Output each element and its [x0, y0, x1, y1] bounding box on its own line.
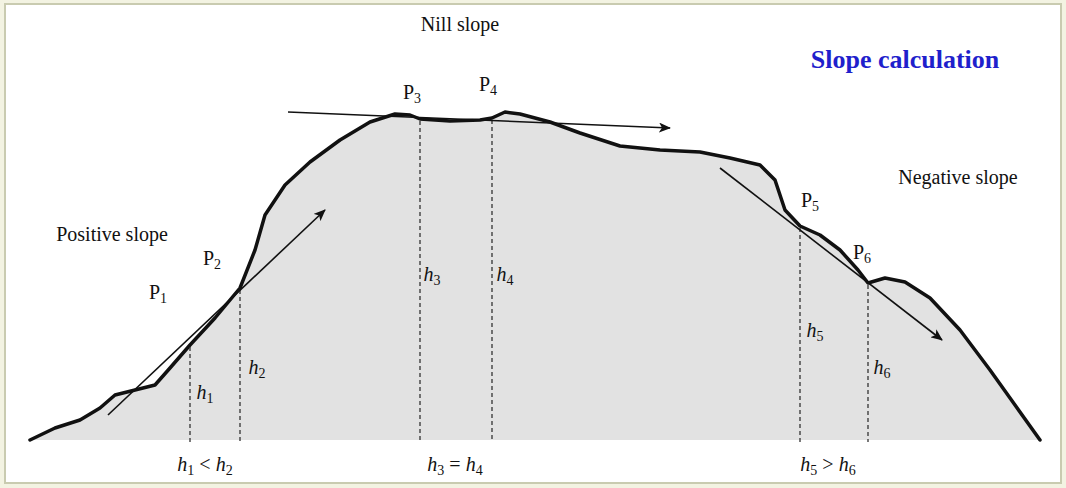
height-label: h2 — [249, 355, 266, 379]
slope-arrows — [108, 112, 942, 415]
negative-slope-arrow — [720, 168, 942, 340]
point-label: P5 — [801, 188, 819, 212]
hill-fill — [30, 112, 1040, 440]
height-line — [419, 121, 420, 442]
height-label: h3 — [424, 262, 441, 286]
hill-outline — [30, 112, 1040, 440]
slope-label: Negative slope — [898, 165, 1017, 189]
point-label: P6 — [853, 240, 871, 264]
slope-label: Positive slope — [56, 222, 168, 246]
slope-label: Nill slope — [421, 12, 499, 36]
point-label: P2 — [203, 246, 221, 270]
height-label: h5 — [807, 318, 824, 342]
comparison-label: h1 < h2 — [177, 452, 232, 476]
point-label: P1 — [149, 280, 167, 304]
point-label: P3 — [403, 80, 421, 104]
height-line — [189, 347, 190, 442]
height-label: h1 — [197, 380, 214, 404]
point-label: P4 — [479, 72, 497, 96]
height-line — [491, 120, 492, 442]
diagram-title: Slope calculation — [811, 44, 1000, 75]
height-line — [239, 290, 240, 442]
height-line — [799, 228, 800, 442]
height-label: h6 — [874, 355, 891, 379]
height-lines — [190, 120, 868, 442]
frame — [5, 4, 1061, 483]
height-label: h4 — [497, 262, 514, 286]
height-line — [867, 285, 868, 442]
comparison-label: h5 > h6 — [800, 452, 855, 476]
comparison-label: h3 = h4 — [427, 452, 482, 476]
nill-slope-arrow — [288, 112, 670, 128]
